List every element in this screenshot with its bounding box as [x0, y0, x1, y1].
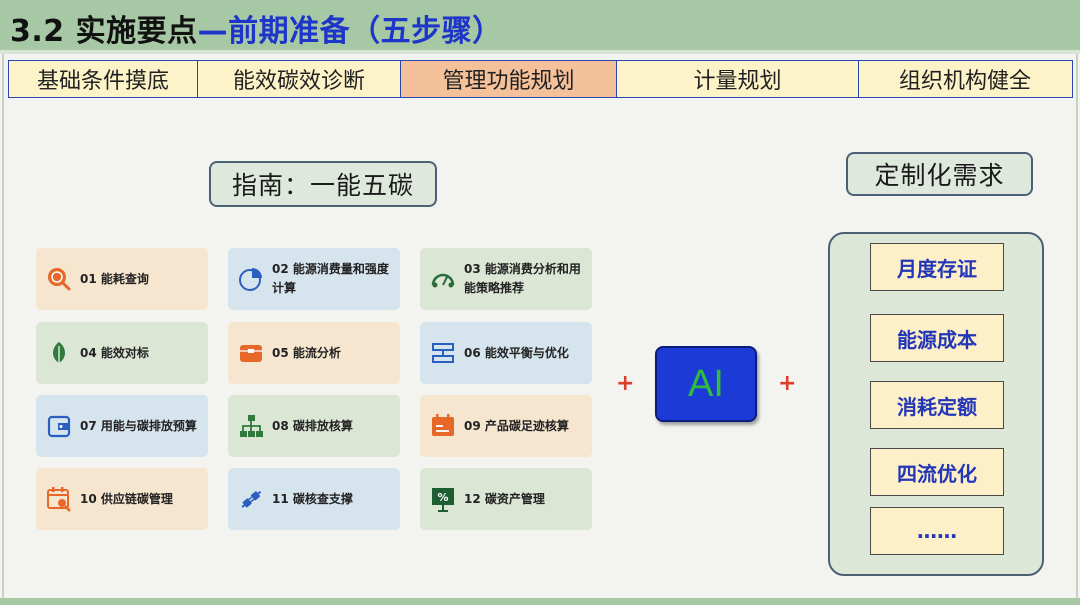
bottom-bar: [0, 598, 1080, 605]
module-label: 10 供应链碳管理: [80, 491, 173, 506]
custom-requirements-label: 定制化需求: [846, 152, 1033, 196]
module-label: 06 能效平衡与优化: [464, 345, 569, 360]
search-icon: [46, 266, 72, 292]
module-label: 07 用能与碳排放预算: [80, 418, 197, 433]
module-card-11[interactable]: 11 碳核查支撑: [228, 468, 400, 530]
module-card-02[interactable]: 02 能源消费量和强度计算: [228, 248, 400, 310]
module-card-10[interactable]: 10 供应链碳管理: [36, 468, 208, 530]
module-label: 12 碳资产管理: [464, 491, 545, 506]
module-card-08[interactable]: 08 碳排放核算: [228, 395, 400, 457]
percent-board-icon: %: [430, 486, 456, 512]
module-label: 09 产品碳足迹核算: [464, 418, 569, 433]
module-label: 05 能流分析: [272, 345, 341, 360]
module-card-01[interactable]: 01 能耗查询: [36, 248, 208, 310]
title-divider: [0, 50, 1080, 54]
module-card-12[interactable]: % 12 碳资产管理: [420, 468, 592, 530]
tab-organization[interactable]: 组织机构健全: [898, 69, 1031, 94]
ai-button[interactable]: AI: [655, 346, 757, 422]
module-label: 03 能源消费分析和用能策略推荐: [464, 262, 581, 295]
module-label: 11 碳核查支撑: [272, 491, 353, 506]
svg-text:%: %: [437, 491, 448, 504]
plus-sign-left: +: [616, 371, 635, 396]
requirement-monthly-record[interactable]: 月度存证: [870, 243, 1004, 291]
title-bar: [0, 0, 1080, 50]
page-title: 3.2 实施要点—前期准备（五步骤）: [10, 6, 503, 50]
requirement-consumption-quota[interactable]: 消耗定额: [870, 381, 1004, 429]
calendar-icon: [430, 413, 456, 439]
gauge-icon: [430, 266, 456, 292]
plug-icon: [238, 486, 264, 512]
right-border: [1076, 54, 1078, 599]
requirement-energy-cost[interactable]: 能源成本: [870, 314, 1004, 362]
pie-chart-icon: [238, 266, 264, 292]
plus-sign-right: +: [778, 371, 797, 396]
tab-metering-planning[interactable]: 计量规划: [617, 61, 859, 97]
box-icon: [238, 340, 264, 366]
module-card-04[interactable]: 04 能效对标: [36, 322, 208, 384]
wallet-icon: [46, 413, 72, 439]
step-tabs: 基础条件摸底 能效碳效诊断 管理功能规划 计量规划 组织机构健全: [8, 60, 1073, 98]
module-label: 02 能源消费量和强度计算: [272, 262, 389, 295]
requirement-four-flow-optimization[interactable]: 四流优化: [870, 448, 1004, 496]
module-card-06[interactable]: 06 能效平衡与优化: [420, 322, 592, 384]
tab-basic-survey[interactable]: 基础条件摸底: [9, 61, 198, 97]
module-card-05[interactable]: 05 能流分析: [228, 322, 400, 384]
balance-icon: [430, 340, 456, 366]
module-label: 08 碳排放核算: [272, 418, 353, 433]
hierarchy-icon: [238, 413, 264, 439]
guide-label: 指南：一能五碳: [209, 161, 437, 207]
requirement-more[interactable]: ……: [870, 507, 1004, 555]
module-label: 01 能耗查询: [80, 271, 149, 286]
title-accent: —前期准备（五步骤）: [197, 14, 503, 49]
module-card-03[interactable]: 03 能源消费分析和用能策略推荐: [420, 248, 592, 310]
tab-efficiency-diagnosis[interactable]: 能效碳效诊断: [198, 61, 401, 97]
tab-management-planning[interactable]: 管理功能规划: [401, 61, 617, 97]
module-card-09[interactable]: 09 产品碳足迹核算: [420, 395, 592, 457]
module-card-07[interactable]: 07 用能与碳排放预算: [36, 395, 208, 457]
title-prefix: 3.2 实施要点: [10, 14, 198, 49]
calendar-search-icon: [46, 486, 72, 512]
leaf-icon: [46, 340, 72, 366]
module-label: 04 能效对标: [80, 345, 149, 360]
left-border: [2, 54, 4, 599]
